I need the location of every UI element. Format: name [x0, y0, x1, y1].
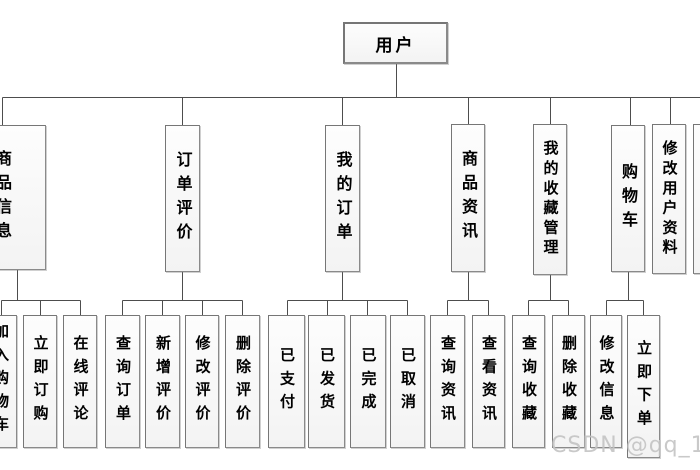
node-label: 订单评价 — [173, 150, 193, 247]
node-label: 已支付 — [278, 346, 296, 417]
node-favorites-management: 我的收藏管理 — [533, 124, 567, 275]
node-label: 修改评价 — [193, 335, 212, 428]
node-label: 查看资讯 — [480, 335, 498, 428]
leaf-delete-review: 删除评价 — [225, 315, 260, 448]
node-label: 立即订购 — [31, 335, 50, 428]
node-label: 已发货 — [318, 346, 336, 417]
node-label: 查询收藏 — [520, 335, 538, 428]
node-label: 修改用户资料 — [660, 139, 679, 259]
leaf-delete-favorite: 删除收藏 — [552, 315, 585, 448]
node-label: 立即下单 — [635, 340, 653, 433]
node-my-orders: 我的订单 — [325, 125, 360, 272]
node-label: 购物车 — [619, 162, 638, 235]
node-label: 我的订单 — [333, 150, 353, 247]
node-label: 商品信息 — [0, 149, 12, 246]
node-label: 在线评论 — [71, 335, 90, 428]
node-product-news: 商品资讯 — [451, 124, 485, 272]
leaf-edit-review: 修改评价 — [185, 315, 219, 448]
node-shopping-cart: 购物车 — [611, 125, 645, 272]
node-label: 商品资讯 — [459, 150, 478, 246]
node-clipped-right — [693, 124, 700, 274]
csdn-watermark: CSDN @qq_140 — [551, 433, 700, 458]
node-product-info: 商品信息 — [0, 125, 46, 270]
leaf-add-to-cart: 加入购物车 — [0, 315, 17, 448]
node-label: 删除收藏 — [560, 335, 578, 428]
node-order-review: 订单评价 — [165, 125, 200, 272]
node-edit-profile: 修改用户资料 — [652, 124, 686, 274]
node-label: 用户 — [375, 35, 416, 56]
node-label: 新增评价 — [154, 335, 172, 428]
node-label: 查询订单 — [114, 335, 132, 428]
leaf-query-order: 查询订单 — [105, 315, 140, 448]
node-label: 删除评价 — [234, 335, 252, 428]
leaf-query-favorite: 查询收藏 — [512, 315, 545, 448]
leaf-online-comments: 在线评论 — [63, 315, 97, 448]
node-label: 修改信息 — [597, 335, 616, 428]
leaf-cancelled: 已取消 — [390, 315, 425, 448]
node-label: 查询资讯 — [439, 335, 457, 428]
node-label: 已取消 — [399, 346, 417, 417]
leaf-add-review: 新增评价 — [145, 315, 180, 448]
leaf-place-order: 立即下单 — [627, 315, 660, 458]
node-label: 我的收藏管理 — [541, 140, 560, 259]
leaf-paid: 已支付 — [268, 315, 305, 448]
leaf-query-news: 查询资讯 — [430, 315, 465, 448]
leaf-shipped: 已发货 — [308, 315, 345, 448]
node-user: 用户 — [343, 22, 448, 64]
leaf-order-now: 立即订购 — [23, 315, 57, 448]
leaf-edit-info: 修改信息 — [590, 315, 622, 448]
node-label: 已完成 — [359, 346, 378, 417]
leaf-view-news: 查看资讯 — [472, 315, 505, 448]
node-label: 加入购物车 — [0, 323, 10, 440]
leaf-completed: 已完成 — [350, 315, 386, 448]
